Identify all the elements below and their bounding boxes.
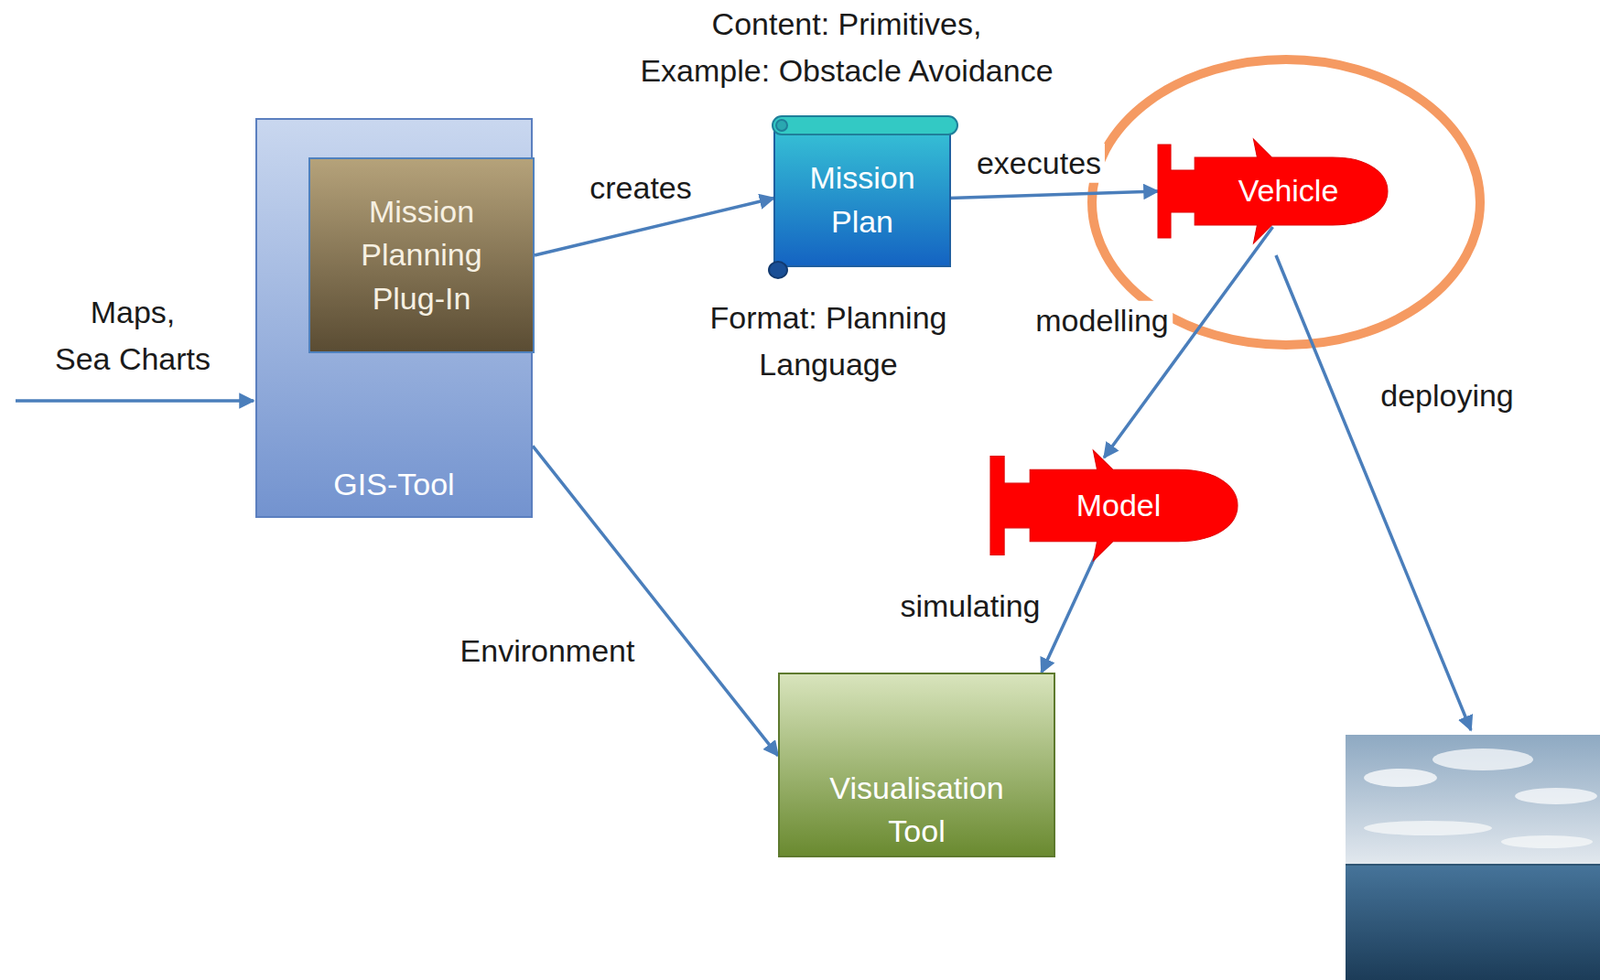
horizon bbox=[1345, 864, 1600, 866]
sea bbox=[1345, 864, 1600, 980]
plugin-box: Mission Planning Plug-In bbox=[308, 157, 535, 354]
sky bbox=[1345, 735, 1600, 865]
input-arrow bbox=[15, 399, 254, 403]
input-label: Maps, Sea Charts bbox=[51, 289, 215, 383]
flow-arrow bbox=[1103, 227, 1273, 458]
scroll-outline bbox=[765, 114, 960, 282]
deploy-arrow bbox=[1275, 255, 1471, 731]
edge-label: creates bbox=[585, 168, 696, 208]
cloud bbox=[1363, 768, 1438, 788]
scroll-roll bbox=[772, 116, 958, 135]
node-label: Visualisation Tool bbox=[829, 767, 1004, 855]
cloud bbox=[1432, 748, 1534, 771]
node-label: Mission Plan bbox=[809, 156, 915, 244]
edge-label: modelling bbox=[1031, 301, 1173, 341]
edge-label: executes bbox=[972, 143, 1105, 184]
flow-arrow bbox=[532, 445, 779, 757]
cloud bbox=[1501, 835, 1593, 849]
sea-photo bbox=[1345, 735, 1600, 980]
scroll-curl bbox=[776, 119, 788, 131]
edge-label: Environment bbox=[456, 631, 639, 671]
torpedo-body bbox=[1157, 139, 1388, 244]
content-note: Content: Primitives, Example: Obstacle A… bbox=[636, 0, 1057, 95]
scroll-curl bbox=[768, 261, 788, 279]
node-label: Vehicle bbox=[1238, 169, 1340, 214]
model-shape: Model bbox=[990, 448, 1238, 563]
scroll-document: Mission Plan bbox=[765, 114, 960, 282]
cloud bbox=[1363, 821, 1492, 836]
cloud bbox=[1514, 788, 1598, 805]
edge-label: simulating bbox=[896, 586, 1044, 627]
node-label: Model bbox=[1076, 484, 1162, 529]
vehicle-shape: Vehicle bbox=[1157, 137, 1388, 246]
flow-arrow bbox=[949, 191, 1158, 199]
node-label: Mission Planning Plug-In bbox=[360, 190, 482, 322]
tool-box: Mission Planning Plug-InGIS-Tool bbox=[255, 118, 533, 519]
torpedo-body bbox=[990, 450, 1238, 562]
scroll-body bbox=[774, 125, 951, 267]
node-label: GIS-Tool bbox=[333, 463, 455, 508]
tool-box: Visualisation Tool bbox=[778, 672, 1056, 858]
format-note: Format: Planning Language bbox=[706, 294, 952, 389]
deploy-label: deploying bbox=[1376, 375, 1518, 416]
